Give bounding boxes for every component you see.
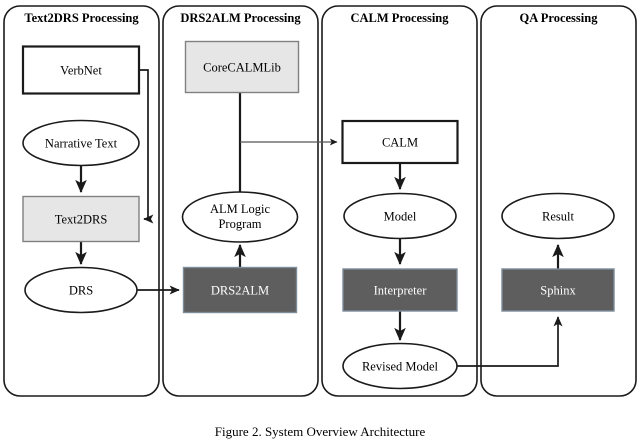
node-revised-model-shape[interactable]: [342, 342, 458, 390]
node-calm-label: CALM: [382, 136, 418, 150]
node-corecalmlib-shape[interactable]: [184, 40, 300, 94]
node-corecalmlib[interactable]: CoreCALMLib: [184, 40, 300, 94]
figure-caption: Figure 2. System Overview Architecture: [214, 424, 426, 439]
node-calm-shape[interactable]: [341, 119, 459, 165]
node-verbnet[interactable]: VerbNet: [21, 45, 141, 95]
node-drs2alm[interactable]: DRS2ALM: [182, 266, 298, 314]
node-sphinx[interactable]: Sphinx: [501, 268, 615, 312]
node-sphinx-shape[interactable]: [501, 268, 615, 312]
panel-title-drs2alm: DRS2ALM Processing: [180, 11, 301, 25]
edge-revised-model-to-sphinx: [457, 316, 563, 367]
node-drs-label: DRS: [69, 284, 93, 298]
node-alm-logic-program-shape[interactable]: [181, 191, 299, 243]
node-text2drs-shape[interactable]: [22, 195, 140, 243]
node-drs-shape[interactable]: [24, 266, 138, 314]
panel-title-qa: QA Processing: [520, 11, 599, 25]
node-drs2alm-label: DRS2ALM: [211, 284, 269, 298]
node-revised-model[interactable]: Revised Model: [342, 342, 458, 390]
node-alm-logic-program-label-line2: Program: [218, 217, 261, 231]
node-alm-logic-program-label-line1: ALM Logic: [210, 202, 271, 216]
node-result[interactable]: Result: [501, 192, 615, 240]
node-drs[interactable]: DRS: [24, 266, 138, 314]
node-narrative-text-shape[interactable]: [22, 119, 140, 167]
node-result-label: Result: [542, 210, 574, 224]
node-alm-logic-program[interactable]: ALM Logic Program: [181, 191, 299, 243]
node-text2drs-label: Text2DRS: [55, 213, 108, 227]
node-verbnet-label: VerbNet: [60, 64, 102, 78]
panel-title-calm: CALM Processing: [350, 11, 449, 25]
node-interpreter[interactable]: Interpreter: [342, 268, 458, 312]
node-drs2alm-shape[interactable]: [182, 266, 298, 314]
panel-title-text2drs: Text2DRS Processing: [24, 11, 139, 25]
node-model-label: Model: [384, 210, 417, 224]
node-revised-model-label: Revised Model: [362, 360, 439, 374]
node-result-shape[interactable]: [501, 192, 615, 240]
node-sphinx-label: Sphinx: [540, 284, 576, 298]
edge-verbnet-to-text2drs: [139, 69, 154, 224]
node-text2drs[interactable]: Text2DRS: [22, 195, 140, 243]
node-narrative-text-label: Narrative Text: [45, 137, 118, 151]
node-interpreter-label: Interpreter: [374, 284, 428, 298]
node-model-shape[interactable]: [343, 192, 457, 240]
node-corecalmlib-label: CoreCALMLib: [203, 61, 281, 75]
node-narrative-text[interactable]: Narrative Text: [22, 119, 140, 167]
node-model[interactable]: Model: [343, 192, 457, 240]
node-calm[interactable]: CALM: [341, 119, 459, 165]
node-verbnet-shape[interactable]: [21, 45, 141, 95]
node-interpreter-shape[interactable]: [342, 268, 458, 312]
